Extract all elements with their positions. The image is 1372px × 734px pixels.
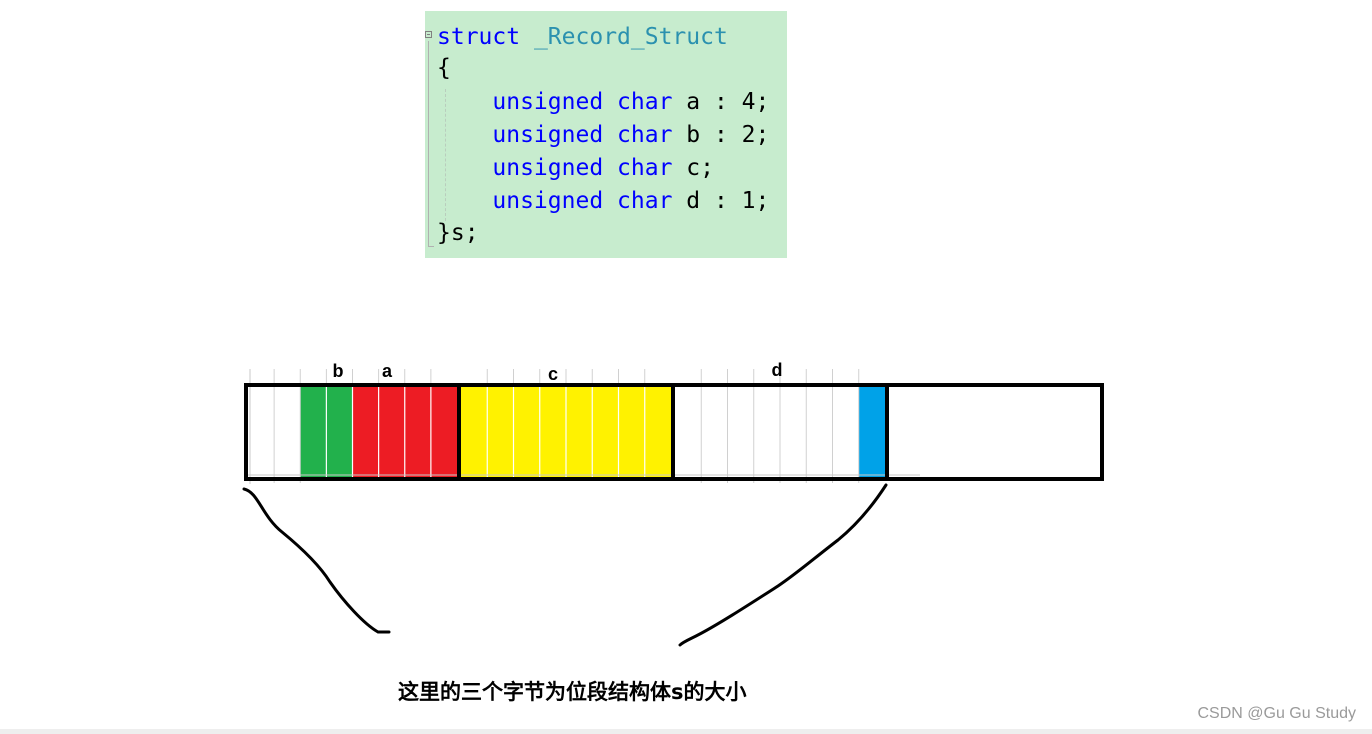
code-keyword: char xyxy=(617,122,673,148)
field-label-a: a xyxy=(382,361,393,381)
code-keyword: unsigned xyxy=(492,122,604,148)
field-label-b: b xyxy=(333,361,344,381)
bit-cell-a xyxy=(430,387,457,477)
watermark: CSDN @Gu Gu Study xyxy=(1197,705,1356,722)
bit-cell-a xyxy=(404,387,431,477)
code-keyword: char xyxy=(617,155,673,181)
code-type-name: _Record_Struct xyxy=(533,24,728,50)
code-line: unsigned char b : 2; xyxy=(437,121,769,149)
indent-guide xyxy=(445,89,446,221)
bottom-strip xyxy=(0,729,1372,734)
bit-cell-c xyxy=(644,387,671,477)
fold-guide-end xyxy=(428,246,434,247)
code-line: struct _Record_Struct xyxy=(437,23,728,51)
bit-cell-c xyxy=(539,387,566,477)
byte-4-box xyxy=(885,383,1104,481)
code-text: b : 2; xyxy=(672,122,770,148)
bit-cell-c xyxy=(566,387,593,477)
collapse-icon[interactable] xyxy=(425,31,432,38)
code-keyword: unsigned xyxy=(492,155,604,181)
bit-cell-c xyxy=(461,387,488,477)
code-line: unsigned char d : 1; xyxy=(437,187,769,215)
code-keyword: char xyxy=(617,89,673,115)
bit-cell-d xyxy=(858,387,885,477)
bit-cell-b xyxy=(300,387,327,477)
bit-cell-c xyxy=(513,387,540,477)
brace-right-curve xyxy=(678,483,888,647)
code-panel: struct _Record_Struct { unsigned char a :… xyxy=(425,11,787,258)
field-label-c: c xyxy=(548,364,558,384)
code-text: }s; xyxy=(437,220,479,246)
code-line: }s; xyxy=(437,219,479,247)
diagram-caption: 这里的三个字节为位段结构体s的大小 xyxy=(398,680,747,704)
bit-cell-c xyxy=(487,387,514,477)
bit-cell-a xyxy=(378,387,405,477)
code-keyword: struct xyxy=(437,24,521,50)
bit-cell-c xyxy=(592,387,619,477)
bit-cell-c xyxy=(618,387,645,477)
code-text: { xyxy=(437,55,451,81)
code-keyword: unsigned xyxy=(492,89,604,115)
code-text: c; xyxy=(672,155,714,181)
code-line: unsigned char c; xyxy=(437,154,714,182)
code-line: unsigned char a : 4; xyxy=(437,88,769,116)
bit-cell-a xyxy=(352,387,379,477)
code-keyword: unsigned xyxy=(492,188,604,214)
brace-left-curve xyxy=(242,487,391,634)
code-keyword: char xyxy=(617,188,673,214)
code-line: { xyxy=(437,54,451,82)
code-text: a : 4; xyxy=(672,89,770,115)
bit-cell-b xyxy=(326,387,353,477)
field-label-d: d xyxy=(772,360,783,380)
fold-guide xyxy=(428,41,429,246)
code-text: d : 1; xyxy=(672,188,770,214)
